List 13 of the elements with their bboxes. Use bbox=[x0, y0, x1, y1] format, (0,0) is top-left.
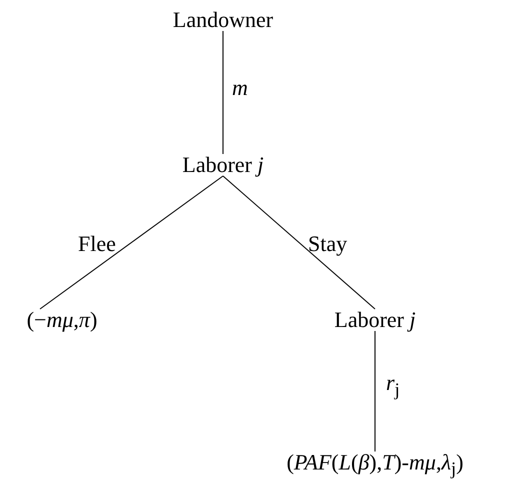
node-text: (−mμ,π) bbox=[24, 306, 100, 334]
edge-label: r$_{j}$ bbox=[386, 372, 400, 399]
node-text: Laborer j bbox=[332, 306, 418, 334]
connector-line bbox=[222, 176, 376, 310]
connector-line bbox=[222, 30, 224, 154]
connector-line bbox=[374, 330, 376, 452]
edge-label: Stay bbox=[308, 233, 348, 255]
node-text: Landowner bbox=[170, 6, 276, 34]
edge-label: Flee bbox=[78, 233, 116, 255]
node-text: Laborer j bbox=[180, 152, 266, 178]
node-text: (PAF(L(β),T)-mμ,λ$_{j}$) bbox=[284, 449, 466, 481]
edge-label: m bbox=[232, 77, 248, 99]
connector-line bbox=[40, 176, 224, 310]
